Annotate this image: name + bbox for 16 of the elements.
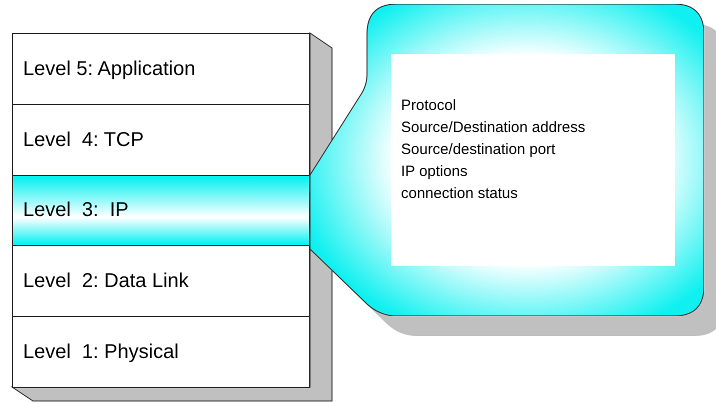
field-item: connection status <box>401 184 519 204</box>
layer-label: Level 4: TCP <box>23 128 144 153</box>
layer-label: Level 3: IP <box>23 198 129 224</box>
callout-bubble <box>310 4 704 316</box>
layer-box <box>12 245 310 318</box>
layer-box <box>12 33 310 105</box>
layer-label: Level 1: Physical <box>23 340 179 366</box>
layer-box <box>12 104 310 176</box>
field-item: IP options <box>401 162 468 182</box>
field-item: Source/Destination address <box>401 118 586 138</box>
layer-label: Level 5: Application <box>23 56 196 82</box>
layer-box <box>12 316 310 388</box>
field-item: Protocol <box>401 96 458 116</box>
highlighted-layer-box <box>12 174 310 246</box>
layer-label: Level 2: Data Link <box>23 269 189 294</box>
field-item: Source/destination port <box>401 140 556 160</box>
